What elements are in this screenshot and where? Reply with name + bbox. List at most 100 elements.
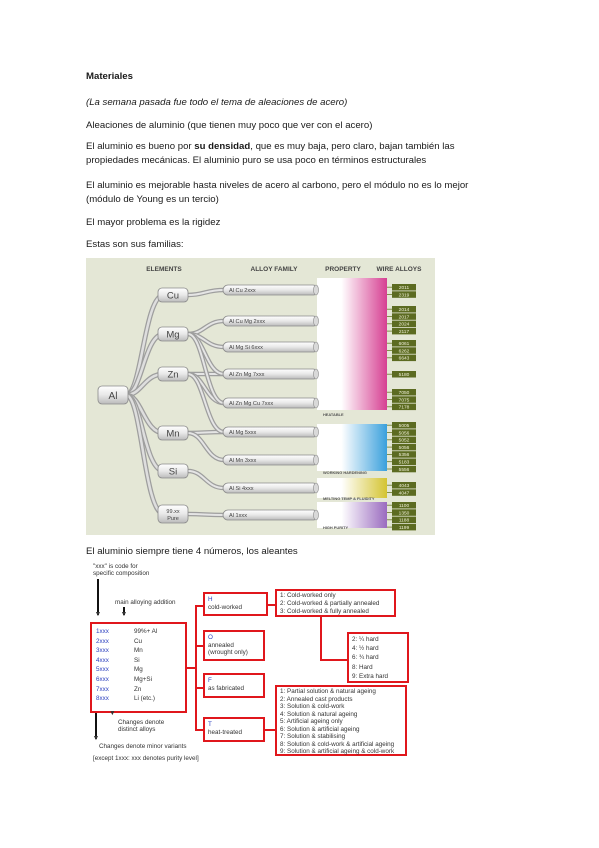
wire-alloy-label: 4047	[399, 490, 410, 496]
wire-alloy-label: 1188	[399, 518, 410, 524]
property-band	[317, 478, 387, 498]
element-box	[157, 287, 189, 303]
series-element: Cu	[134, 637, 143, 645]
temper-h-letter: H	[208, 596, 213, 603]
note-main-addition: main alloying addition	[115, 599, 176, 606]
connector-h	[195, 605, 204, 607]
paragraph-steel-comparison: El aluminio es mejorable hasta niveles d…	[86, 179, 526, 207]
temper-t-letter: T	[208, 721, 212, 728]
subtitle: (La semana pasada fue todo el tema de al…	[86, 97, 348, 108]
family-label: Al 1xxx	[229, 513, 247, 519]
wire-alloy-label: 1199	[399, 525, 410, 531]
element-box	[157, 326, 189, 342]
arrow-head-main: ▼	[120, 611, 128, 618]
wire-alloy-tag	[392, 403, 416, 411]
temper-f-box: F as fabricated	[203, 673, 265, 698]
wire-alloy-label: 5052	[399, 438, 410, 444]
wire-alloy-tag	[392, 306, 416, 313]
wire-alloy-tag	[392, 502, 416, 509]
temper-o-letter: O	[208, 634, 213, 641]
wire-alloy-tag	[392, 291, 416, 298]
element-label: Zn	[167, 370, 178, 381]
series-code: 2xxx	[96, 637, 109, 645]
t-list-item: 9: Solution & artificial ageing & cold-w…	[280, 748, 395, 755]
wire-alloy-tag	[392, 327, 416, 335]
connector-hard-h	[320, 659, 348, 661]
family-cylinder-end	[313, 454, 319, 466]
hard-list-item: 9: Extra hard	[352, 672, 389, 680]
wire-alloy-label: 2017	[399, 314, 410, 320]
connector-highlight	[187, 513, 225, 516]
series-element: Mn	[134, 647, 143, 655]
family-cylinder-end	[313, 368, 319, 380]
hard-list-item: 4: ½ hard	[352, 645, 379, 653]
wire-alloy-label: 5556	[399, 467, 410, 473]
t-list-item: 7: Solution & stabilising	[280, 733, 346, 740]
property-label: WORKING HARDENING	[323, 470, 367, 475]
h-list-item: 1: Cold-worked only	[280, 592, 336, 599]
family-label: Al Zn Mg 7xxx	[229, 372, 265, 378]
arrow-line-xxx	[97, 579, 99, 615]
connector-highlight	[187, 470, 225, 489]
connector-highlight	[187, 432, 225, 461]
wire-alloy-label: 2319	[399, 292, 410, 298]
temper-t-box: T heat-treated	[203, 717, 265, 742]
distinct-line1: Changes denote	[118, 719, 165, 726]
family-cylinder-end	[313, 284, 319, 296]
element-label: Pure	[167, 516, 179, 522]
al-label: Al	[109, 391, 118, 402]
h-list-item: 3: Cold-worked & fully annealed	[280, 607, 369, 615]
wire-alloy-tag	[392, 313, 416, 320]
connector-hard-v	[320, 617, 322, 660]
series-element: Mg+Si	[134, 676, 153, 683]
wire-alloy-label: 2011	[399, 285, 410, 291]
wire-alloy-tag	[392, 458, 416, 465]
series-element: Si	[134, 656, 140, 664]
arrow-head-xxx: ▼	[94, 611, 102, 618]
density-bold: su densidad	[194, 141, 251, 152]
wire-alloy-tag	[392, 509, 416, 516]
wire-alloy-label: 5356	[399, 452, 410, 458]
wire-alloy-tag	[392, 389, 416, 396]
family-label: Al Mn 3xxx	[229, 458, 257, 464]
element-box	[157, 463, 189, 479]
connector-o	[195, 645, 204, 647]
wire-alloy-tag	[392, 443, 416, 451]
hard-list-item: 8: Hard	[352, 663, 373, 671]
wire-alloy-tag	[392, 516, 416, 524]
wire-alloy-label: 7178	[399, 405, 410, 411]
family-label: Al Mg 5xxx	[229, 430, 257, 436]
temper-h-desc: cold-worked	[208, 604, 242, 611]
t-list-item: 3: Solution & cold-work	[280, 703, 345, 710]
arrow-head-minor: ▼	[92, 735, 100, 742]
family-cylinder-end	[313, 397, 319, 409]
arrow-line-main	[123, 607, 125, 615]
series-element: Mg	[134, 666, 143, 674]
series-code: 8xxx	[96, 695, 109, 703]
element-label: Mn	[166, 429, 179, 440]
element-label: Mg	[166, 330, 179, 341]
temper-h-box: H cold-worked	[203, 592, 268, 616]
connector-t-list	[265, 729, 276, 731]
family-cylinder-end	[313, 426, 319, 438]
property-label: HEATABLE	[323, 412, 344, 417]
family-label: Al Cu 2xxx	[229, 288, 256, 294]
property-band	[317, 502, 387, 528]
hard-list-item: 6: ¾ hard	[352, 654, 379, 662]
wire-alloy-label: 5183	[399, 460, 410, 466]
distinct-line2: distinct alloys	[118, 726, 156, 733]
note-xxx-line1: "xxx" is code for	[93, 563, 138, 570]
series-box	[90, 622, 187, 713]
series-element: 99%+ Al	[134, 628, 158, 635]
element-box	[157, 504, 189, 524]
series-code: 5xxx	[96, 666, 109, 674]
wire-alloy-label: 6643	[399, 356, 410, 362]
temper-o-box: O annealed (wrought only)	[203, 630, 265, 661]
family-cylinder-end	[313, 315, 319, 327]
family-label: Al Cu Mg 2xxx	[229, 319, 265, 325]
wire-alloy-label: 5005	[399, 423, 410, 429]
temper-t-desc: heat-treated	[208, 729, 242, 736]
paragraph-families: Estas son sus familias:	[86, 239, 184, 250]
paragraph-aluminium-alloys: Aleaciones de aluminio (que tienen muy p…	[86, 120, 373, 131]
